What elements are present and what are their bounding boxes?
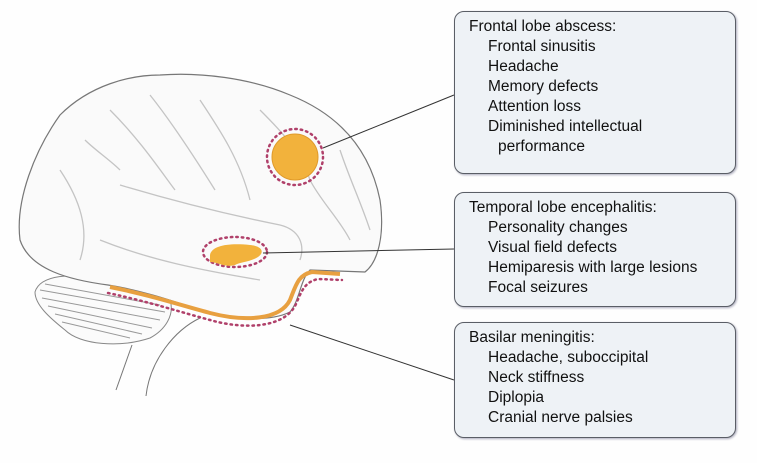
symptom: Headache, suboccipital <box>488 349 649 366</box>
frontal-abscess <box>271 133 319 181</box>
temporal-lesion <box>210 244 262 266</box>
temporal-lesion-dots <box>201 235 269 269</box>
temporal-lobe-encephalitis-box: Temporal lobe encephalitis: Personality … <box>454 192 736 307</box>
symptom: Attention loss <box>488 98 582 115</box>
meninges-dots <box>106 277 344 327</box>
box-title: Temporal lobe encephalitis: <box>469 199 657 216</box>
symptom: Focal seizures <box>488 279 588 296</box>
symptom: Frontal sinusitis <box>488 38 596 55</box>
frontal-lobe-abscess-box: Frontal lobe abscess: Frontal sinusitis … <box>454 11 736 174</box>
symptom: Diminished intellectual <box>488 118 643 135</box>
box-title: Basilar meningitis: <box>469 329 595 346</box>
box-title: Frontal lobe abscess: <box>469 18 617 35</box>
leader-lines <box>262 94 455 381</box>
symptom: Cranial nerve palsies <box>488 409 633 426</box>
symptom: Memory defects <box>488 78 599 95</box>
frontal-abscess-dots <box>265 127 325 187</box>
symptom: Personality changes <box>488 219 628 236</box>
symptom-continuation: performance <box>498 138 586 155</box>
meninges-inflammation <box>109 269 341 321</box>
symptom: Diplopia <box>488 389 545 406</box>
symptom: Hemiparesis with large lesions <box>488 259 698 276</box>
symptom: Visual field defects <box>488 239 617 256</box>
symptom: Headache <box>488 58 559 75</box>
brainstem <box>115 317 201 397</box>
sulci <box>59 94 371 281</box>
basilar-meningitis-box: Basilar meningitis: Headache, suboccipit… <box>454 322 736 438</box>
symptom: Neck stiffness <box>488 369 585 386</box>
